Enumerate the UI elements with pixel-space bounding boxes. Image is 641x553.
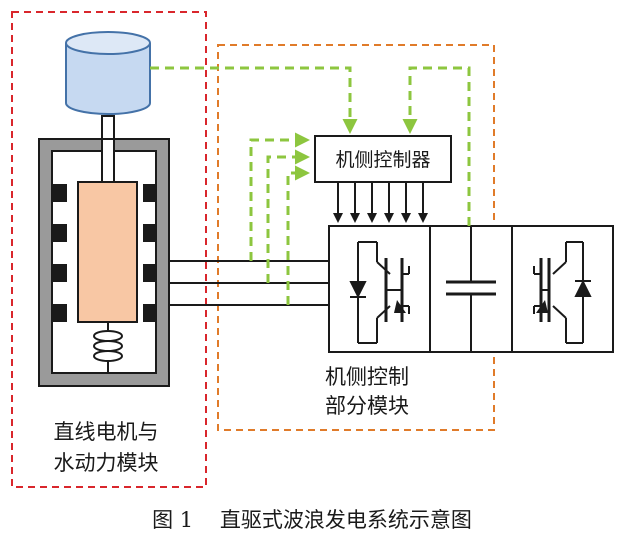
igbt-right-icon	[533, 241, 592, 344]
gate-signal-arrows	[333, 182, 428, 223]
stator-blocks	[53, 184, 157, 322]
phase-current-signal-b	[266, 149, 310, 283]
grid-side-converter	[511, 225, 614, 353]
buoy-cylinder	[65, 31, 151, 115]
motor-module-label-line1: 直线电机与	[54, 420, 159, 444]
inner-rod	[101, 138, 115, 183]
machine-side-converter	[328, 225, 431, 353]
three-phase-cables	[169, 260, 329, 306]
controller-label: 机侧控制器	[335, 149, 430, 171]
buoy-position-signal	[150, 66, 358, 134]
controller-box	[314, 135, 452, 183]
dc-capacitor-icon	[446, 226, 496, 352]
spring-icon	[93, 322, 123, 373]
phase-current-signal-c	[286, 165, 310, 305]
control-module-label-line2: 部分模块	[325, 394, 409, 418]
phase-current-signal-a	[249, 132, 310, 261]
motor-module-label-line2: 水动力模块	[54, 451, 159, 475]
dc-voltage-signal	[402, 66, 471, 226]
igbt-left-icon	[349, 241, 410, 344]
motor-mover	[77, 181, 138, 323]
figure-caption: 图 1 直驱式波浪发电系统示意图	[152, 508, 472, 532]
control-module-label-line1: 机侧控制	[325, 365, 409, 389]
feedback-signals	[150, 66, 471, 305]
motor-module-boundary	[11, 11, 207, 488]
